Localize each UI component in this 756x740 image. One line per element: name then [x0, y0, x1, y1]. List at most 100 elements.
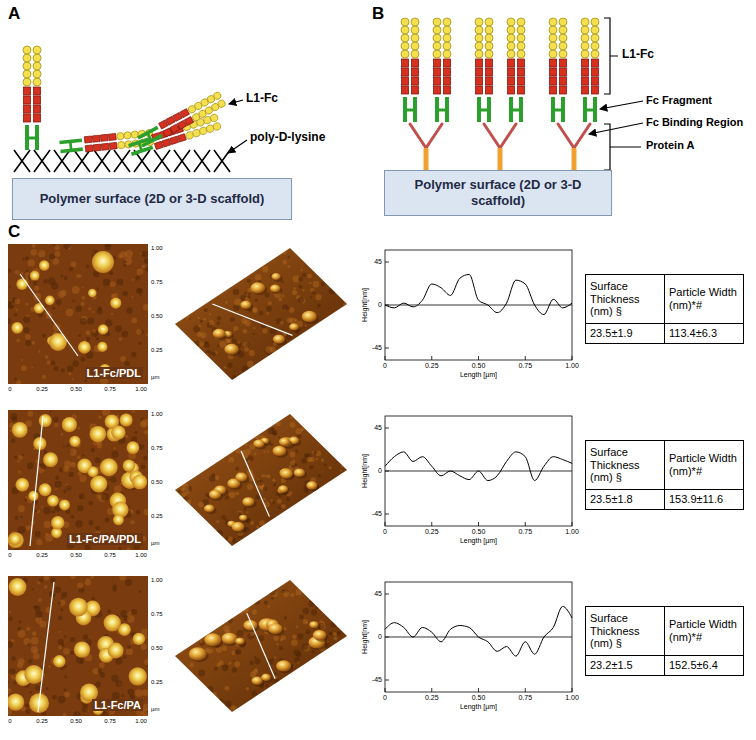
- ig-domain: [444, 86, 451, 94]
- axis-tick: 1.00: [135, 552, 147, 559]
- afm-texture: [216, 530, 223, 537]
- afm-texture: [303, 619, 308, 624]
- axis-tick-mark: [385, 262, 389, 263]
- afm-texture: [114, 485, 122, 493]
- ig-domain: [434, 77, 441, 85]
- afm-texture: [144, 258, 148, 264]
- ig-domain: [592, 68, 599, 76]
- fn-domain: [212, 122, 221, 131]
- fn-domain: [517, 42, 525, 50]
- table-value-cell: 113.4±6.3: [664, 323, 744, 344]
- fn-domain: [117, 141, 125, 149]
- fn-domain: [33, 78, 41, 86]
- afm-texture: [281, 504, 286, 509]
- afm-texture: [42, 375, 46, 379]
- table-value-cell: 23.5±1.8: [585, 489, 665, 510]
- afm-texture: [219, 660, 224, 665]
- afm-texture: [82, 287, 84, 289]
- afm-texture: [315, 458, 318, 461]
- afm-texture: [237, 630, 244, 637]
- afm-texture: [298, 297, 304, 303]
- afm-particle: [74, 641, 90, 657]
- afm-texture: [99, 662, 105, 668]
- afm-texture: [87, 318, 94, 325]
- afm-texture: [255, 658, 261, 664]
- afm-texture: [61, 275, 63, 277]
- afm-3d-view: [175, 580, 347, 712]
- afm-texture: [278, 297, 282, 301]
- afm-ground: [8, 410, 148, 550]
- afm-texture: [58, 645, 62, 649]
- height-profile-plot: [385, 582, 572, 692]
- afm-3d-particle: [251, 677, 262, 685]
- afm-texture: [136, 288, 142, 294]
- afm-texture: [209, 313, 211, 315]
- afm-texture: [313, 281, 320, 288]
- fn-domain: [433, 26, 441, 34]
- afm-texture: [143, 304, 148, 311]
- afm-texture: [227, 618, 233, 624]
- afm-texture: [243, 507, 247, 511]
- ig-domain: [518, 59, 525, 67]
- panel-b-illustration: [401, 18, 599, 170]
- afm-texture: [73, 300, 75, 302]
- afm-texture: [131, 352, 136, 357]
- afm-texture: [68, 472, 73, 477]
- afm-3d-particle: [253, 439, 264, 447]
- table-header-cell: Particle Width (nm)*#: [664, 440, 744, 490]
- afm-texture: [294, 657, 300, 663]
- fn-domain: [591, 34, 599, 42]
- afm-texture: [232, 375, 237, 380]
- afm-texture: [222, 646, 227, 651]
- afm-texture: [8, 301, 14, 308]
- fc-hinge: [69, 141, 73, 150]
- axis-tick: 0.75: [104, 386, 116, 393]
- afm-texture: [140, 294, 142, 296]
- afm-texture: [264, 600, 268, 604]
- ig-domain: [34, 114, 41, 122]
- afm-texture: [232, 339, 237, 344]
- afm-texture: [51, 360, 56, 365]
- afm-texture: [255, 299, 258, 302]
- afm-texture: [290, 460, 295, 465]
- fn-domain: [433, 34, 441, 42]
- afm-texture: [135, 689, 143, 697]
- afm-texture: [199, 640, 205, 646]
- afm-texture: [55, 245, 60, 250]
- afm-texture: [225, 701, 232, 708]
- axis-tick: 0: [8, 718, 11, 725]
- afm-particle: [62, 417, 77, 432]
- afm-texture: [142, 689, 148, 696]
- afm-texture: [67, 365, 74, 372]
- fn-domain: [116, 132, 124, 140]
- afm-texture: [71, 462, 74, 465]
- fc-binding-arm: [558, 124, 574, 148]
- afm-texture: [300, 269, 302, 271]
- afm-particle: [39, 260, 49, 270]
- afm-texture: [9, 285, 11, 287]
- fc-hinge: [437, 109, 447, 112]
- fn-domain: [507, 34, 515, 42]
- table-header-cell: Particle Width (nm)*#: [664, 606, 744, 656]
- scan-line: [241, 451, 269, 517]
- afm-particle: [113, 514, 124, 525]
- afm-image-panel: L1-Fc/PA: [8, 576, 148, 716]
- afm-texture: [71, 462, 76, 467]
- afm-texture: [44, 585, 48, 589]
- afm-texture: [209, 475, 215, 481]
- afm-3d-particle: [231, 522, 244, 532]
- afm-texture: [64, 461, 71, 468]
- afm-texture: [66, 444, 69, 447]
- box-text-holder: Polymer surface (2D or 3-D scaffold): [40, 191, 265, 207]
- afm-texture: [63, 244, 70, 249]
- afm-texture: [224, 366, 227, 369]
- ig-domain: [154, 141, 163, 149]
- axis-tick-mark: [385, 348, 389, 349]
- afm-texture: [244, 347, 249, 352]
- afm-texture: [119, 576, 126, 580]
- afm-texture: [279, 646, 283, 650]
- callout-label: poly-D-lysine: [250, 131, 325, 145]
- afm-texture: [267, 451, 269, 453]
- fn-domain: [212, 91, 222, 101]
- box-label: Polymer surface (2D or 3-D scaffold): [40, 191, 265, 207]
